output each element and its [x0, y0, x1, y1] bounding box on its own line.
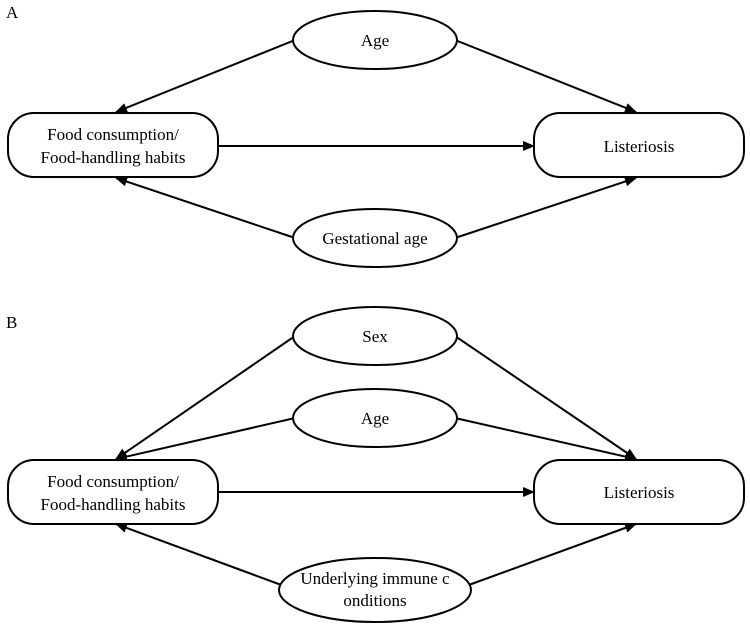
node-immune-label-line2: onditions: [343, 591, 406, 610]
edge-sex-to-food: [115, 335, 296, 460]
node-age-b: Age: [292, 388, 458, 448]
node-immune-conditions: Underlying immune c onditions: [278, 557, 472, 623]
node-food-label-line1: Food consumption/: [47, 125, 179, 144]
node-food-b-label-line2: Food-handling habits: [41, 495, 186, 514]
panel-a-label: A: [6, 3, 19, 22]
panel-b: B Sex Age Food consumption/ Food-handlin…: [6, 306, 745, 623]
node-listeriosis: Listeriosis: [533, 112, 745, 178]
edge-age-to-food-b: [115, 417, 296, 462]
node-food-consumption-b: Food consumption/ Food-handling habits: [7, 459, 219, 525]
edge-age-to-listeriosis: [454, 39, 637, 113]
node-listeriosis-label: Listeriosis: [604, 137, 675, 156]
edge-gestational-to-food: [115, 176, 296, 239]
panel-b-label: B: [6, 313, 17, 332]
node-gestational-age: Gestational age: [292, 208, 458, 268]
edge-immune-to-listeriosis: [454, 523, 637, 591]
node-food-consumption: Food consumption/ Food-handling habits: [7, 112, 219, 178]
edge-age-to-food: [115, 39, 296, 113]
edge-immune-to-food: [115, 523, 296, 591]
edge-age-to-listeriosis-b: [454, 417, 637, 462]
node-age-b-label: Age: [361, 409, 389, 428]
node-food-label-line2: Food-handling habits: [41, 148, 186, 167]
node-age: Age: [292, 10, 458, 70]
panel-a: A Age Food consumption/ Food-handling ha…: [6, 3, 745, 268]
edge-gestational-to-listeriosis: [454, 176, 637, 239]
node-listeriosis-b-label: Listeriosis: [604, 483, 675, 502]
node-food-b-label-line1: Food consumption/: [47, 472, 179, 491]
node-immune-label-line1: Underlying immune c: [300, 569, 450, 588]
edge-sex-to-listeriosis: [454, 335, 637, 460]
node-sex: Sex: [292, 306, 458, 366]
node-sex-label: Sex: [362, 327, 388, 346]
node-listeriosis-b: Listeriosis: [533, 459, 745, 525]
node-age-label: Age: [361, 31, 389, 50]
node-gestational-age-label: Gestational age: [322, 229, 427, 248]
